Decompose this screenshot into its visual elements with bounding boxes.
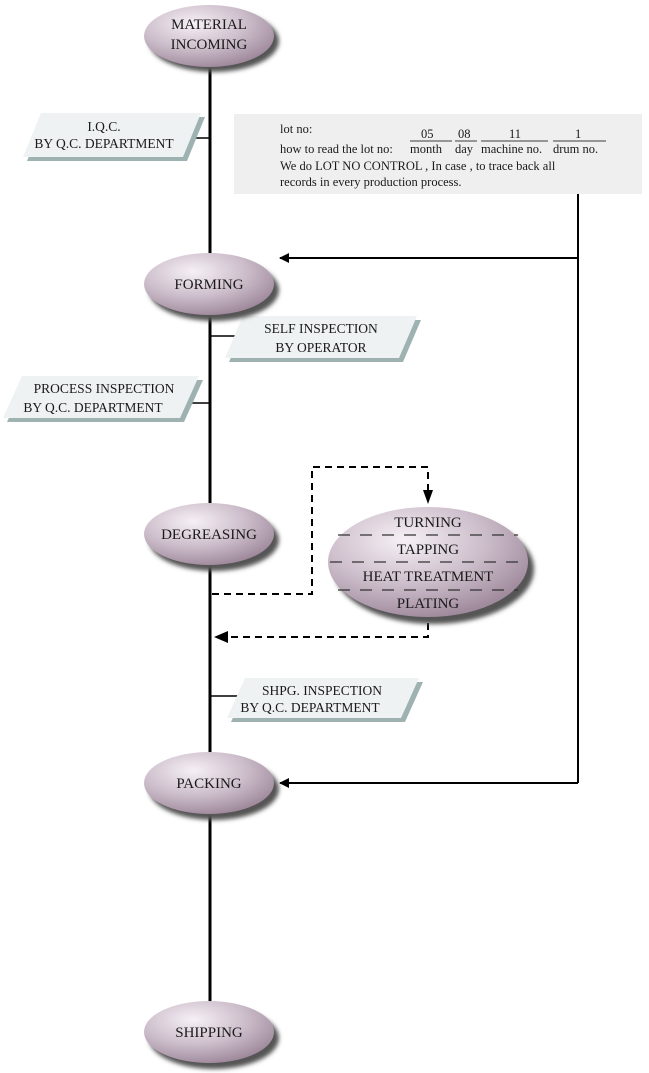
lot-machine-value: 11 <box>509 127 521 141</box>
diagram-label: I.Q.C. <box>87 119 120 134</box>
diagram-label: DEGREASING <box>161 527 257 543</box>
diagram-label: MATERIAL <box>171 17 247 33</box>
secondary-item-turning: TURNING <box>394 515 462 531</box>
lot-field-day: day <box>455 142 474 156</box>
diagram-label: PACKING <box>176 776 241 792</box>
node-shipping: SHIPPING <box>144 1001 279 1069</box>
diagram-label: BY Q.C. DEPARTMENT <box>23 400 163 415</box>
iqc-inspection-tag: I.Q.C. BY Q.C. DEPARTMENT <box>23 113 205 161</box>
node-packing: PACKING <box>144 752 279 820</box>
diagram-label: PROCESS INSPECTION <box>34 381 175 396</box>
shipping-inspection-tag: SHPG. INSPECTION BY Q.C. DEPARTMENT <box>227 678 423 722</box>
secondary-item-tapping: TAPPING <box>397 542 459 558</box>
node-forming: FORMING <box>144 253 279 321</box>
lot-drum-value: 1 <box>575 127 581 141</box>
diagram-label: FORMING <box>174 277 243 293</box>
diagram-label: SHIPPING <box>175 1025 243 1041</box>
lot-month-value: 05 <box>421 127 434 141</box>
secondary-process-return <box>230 611 429 638</box>
lot-field-drum: drum no. <box>553 142 598 156</box>
diagram-label: INCOMING <box>171 37 248 53</box>
node-degreasing: DEGREASING <box>144 503 279 571</box>
lot-note-title: lot no: <box>280 122 312 136</box>
secondary-process-return-arrow <box>214 631 228 643</box>
lot-note-line-3: We do LOT NO CONTROL , In case , to trac… <box>280 159 556 173</box>
secondary-item-heat-treatment: HEAT TREATMENT <box>363 569 494 585</box>
process-inspection-tag: PROCESS INSPECTION BY Q.C. DEPARTMENT <box>3 376 203 422</box>
secondary-process-out <box>212 466 429 595</box>
self-inspection-tag: SELF INSPECTION BY OPERATOR <box>225 316 421 362</box>
diagram-label: BY Q.C. DEPARTMENT <box>240 700 380 715</box>
diagram-label: BY Q.C. DEPARTMENT <box>34 136 174 151</box>
lot-field-month: month <box>410 142 443 156</box>
diagram-label: SHPG. INSPECTION <box>262 683 382 698</box>
lot-day-value: 08 <box>458 127 471 141</box>
lot-note-line-4: records in every production process. <box>280 175 462 189</box>
diagram-label: BY OPERATOR <box>275 340 366 355</box>
lot-number-note: lot no: 05 08 11 1 how to read the lot n… <box>234 114 642 194</box>
lot-field-machine: machine no. <box>481 142 542 156</box>
lot-how-to-read: how to read the lot no: <box>280 142 393 156</box>
node-secondary-processes: TURNING TAPPING HEAT TREATMENT PLATING <box>328 507 534 624</box>
node-material-incoming: MATERIAL INCOMING <box>144 5 279 72</box>
secondary-process-in-arrow <box>423 490 433 504</box>
diagram-label: SELF INSPECTION <box>264 321 378 336</box>
secondary-item-plating: PLATING <box>397 596 460 612</box>
